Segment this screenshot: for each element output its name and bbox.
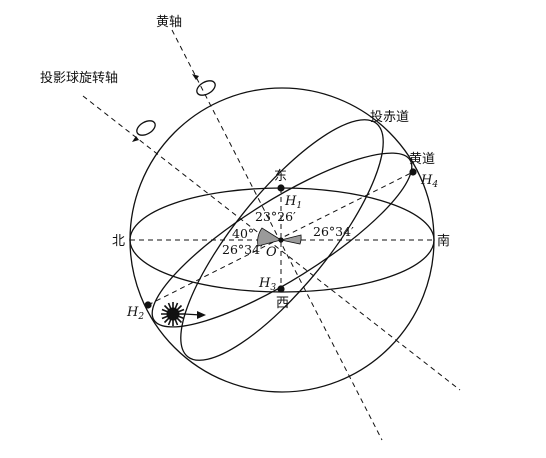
label-projection-axis: 投影球旋转轴 (40, 70, 118, 86)
angle-sector-left (257, 227, 282, 247)
label-east: 东 (274, 169, 287, 184)
label-h1: H1 (284, 194, 302, 211)
label-h3: H3 (258, 276, 276, 293)
angle-obliquity-right: 26°34′ (313, 224, 354, 239)
label-ecliptic: 黄道 (409, 152, 435, 167)
label-ecliptic-axis: 黄轴 (156, 15, 182, 30)
angle-forty: 40° (232, 226, 254, 241)
label-center-o: O (266, 245, 277, 260)
angle-sector-right (280, 234, 302, 245)
label-h2: H2 (126, 305, 144, 322)
label-h4: H4 (420, 173, 438, 190)
point-h2 (144, 301, 152, 309)
angle-obliquity-top: 23°26′ (255, 209, 296, 224)
angle-obliquity-left: 26°34′ (222, 242, 263, 257)
point-h1 (277, 184, 285, 192)
label-projected-equator: 投赤道 (370, 109, 409, 125)
point-h4 (409, 168, 417, 176)
sun-icon (161, 302, 185, 326)
label-south: 南 (437, 233, 450, 249)
point-o (278, 237, 284, 243)
rotation-arrow-projection-axis (132, 120, 156, 142)
ecliptic-ellipse (151, 152, 413, 328)
point-h3 (277, 285, 285, 293)
label-west: 西 (276, 296, 289, 311)
projected-equator-ellipse (180, 119, 384, 361)
rotation-arrow-ecliptic-axis (192, 74, 216, 96)
ecliptic-axis-line (171, 29, 383, 441)
sun-motion-arrow (183, 311, 206, 319)
label-north: 北 (112, 234, 125, 249)
projection-axis-line (82, 95, 461, 391)
